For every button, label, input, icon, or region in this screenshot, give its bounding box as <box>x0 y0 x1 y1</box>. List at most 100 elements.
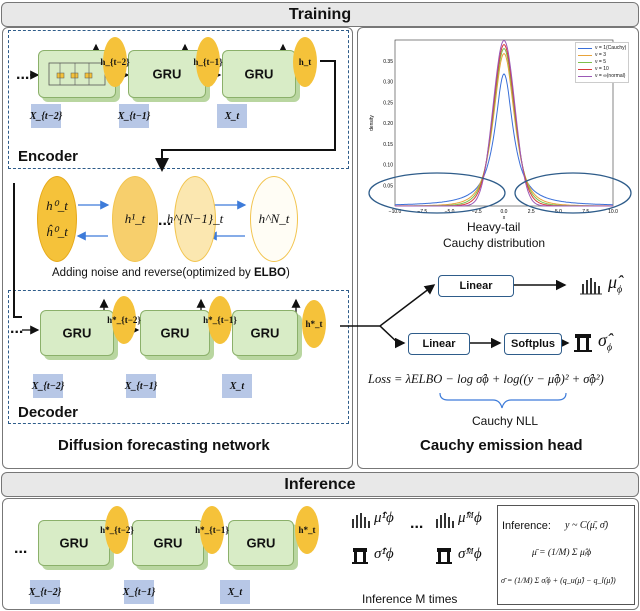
diffusion-state-n-label: h^N_t <box>258 211 290 226</box>
decoder-hidden-3: h*_t <box>302 300 326 348</box>
legend-item-1: ν = 1(Cauchy) <box>578 45 626 52</box>
diffusion-caption-elbo: ELBO <box>254 267 286 279</box>
legend-item-3: ν = 5 <box>578 59 626 66</box>
encoder-gru-3: GRU <box>222 50 296 98</box>
inference-title: Inference <box>284 475 356 493</box>
diffusion-state-0-label: h⁰_t <box>46 198 68 213</box>
inference-gru-label-1: GRU <box>59 535 89 551</box>
decoder-gru-3: GRU <box>232 310 298 356</box>
inference-hidden-3: h*_t <box>295 506 319 554</box>
x-tick-label: 2.5 <box>528 209 535 215</box>
chart-caption-line-2: Cauchy distribution <box>443 236 546 250</box>
x-tick-label: 0.0 <box>501 209 508 215</box>
decoder-input-3: X_t <box>222 374 252 398</box>
inference-sigma-last: σ̂ᴹϕ <box>458 546 482 562</box>
diffusion-caption: Adding noise and reverse(optimized by EL… <box>52 267 290 279</box>
decoder-gru-label-3: GRU <box>250 325 280 341</box>
encoder-box <box>8 30 349 169</box>
legend-label-4: ν = 10 <box>595 66 609 72</box>
inference-hidden-label-2: h*_{t−1} <box>195 525 229 535</box>
decoder-input-2: X_{t−1} <box>125 374 157 398</box>
encoder-hidden-1: h_{t−2} <box>100 37 130 87</box>
decoder-input-1: X_{t−2} <box>32 374 64 398</box>
x-tick-label: −5.0 <box>445 209 455 215</box>
linear-sigma-box: Linear <box>408 333 470 355</box>
inference-samples-ellipsis: ... <box>410 515 424 532</box>
mu-hat-symbol: μ̂ <box>608 272 618 292</box>
encoder-input-1: X_{t−2} <box>30 104 62 128</box>
diffusion-forecasting-title: Diffusion forecasting network <box>58 437 270 454</box>
inference-ellipsis-left: ... <box>14 540 28 557</box>
formula-sigma: σ̄ = (1/M) Σ σ̂ᵢϕ + (q_u(μ̂) − q_l(μ̂)) <box>501 576 616 585</box>
legend-item-2: ν = 3 <box>578 52 626 59</box>
inference-gru-1: GRU <box>38 520 110 566</box>
chart-lines <box>395 39 613 207</box>
decoder-gru-label-1: GRU <box>62 325 92 341</box>
y-tick-label: 0.25 <box>383 100 393 106</box>
inference-histogram-icon-1 <box>352 513 370 528</box>
cauchy-emission-title: Cauchy emission head <box>420 437 583 454</box>
inference-gate-icon-2 <box>436 548 452 564</box>
inference-gru-label-2: GRU <box>153 535 183 551</box>
inference-hidden-label-1: h*_{t−2} <box>100 525 134 535</box>
diffusion-state-0: h⁰_t ĥ⁰_t <box>37 176 77 262</box>
chart-legend: ν = 1(Cauchy) ν = 3 ν = 5 ν = 10 ν = ∞(n… <box>575 42 630 83</box>
training-header: Training <box>1 2 639 27</box>
inference-input-3: X_t <box>220 580 250 604</box>
formula-mu: μ̄ = (1/M) Σ μ̂ᵢϕ <box>532 548 592 558</box>
diffusion-state-n-minus-1: h^{N−1}_t <box>167 176 223 262</box>
y-tick-label: 0.10 <box>383 163 393 169</box>
gate-icon <box>574 334 592 352</box>
decoder-hidden-1: h*_{t−2} <box>107 296 141 344</box>
sigma-hat-symbol: σ̂ <box>598 330 607 350</box>
decoder-gru-2: GRU <box>140 310 210 356</box>
inference-mu-last: μ̂ᴹϕ <box>458 510 482 526</box>
y-tick-label: 0.35 <box>383 59 393 65</box>
training-title: Training <box>288 5 352 23</box>
formula-dist: y ~ C(μ̄, σ̄) <box>565 520 609 531</box>
x-tick-label: 10.0 <box>608 209 618 215</box>
decoder-gru-label-2: GRU <box>160 325 190 341</box>
encoder-input-3: X_t <box>217 104 247 128</box>
decoder-hidden-2: h*_{t−1} <box>203 296 237 344</box>
diffusion-ellipsis: ... <box>158 212 172 229</box>
inference-input-1: X_{t−2} <box>29 580 61 604</box>
legend-label-2: ν = 3 <box>595 52 606 58</box>
inference-hidden-1: h*_{t−2} <box>100 506 134 554</box>
inference-hidden-label-3: h*_t <box>298 525 316 535</box>
inference-gru-label-3: GRU <box>246 535 276 551</box>
encoder-title: Encoder <box>18 148 79 165</box>
decoder-hidden-label-3: h*_t <box>305 319 323 329</box>
inference-gate-icon-1 <box>352 548 368 564</box>
linear-mu-box: Linear <box>438 275 514 297</box>
encoder-input-2: X_{t−1} <box>118 104 150 128</box>
x-tick-label: −10.0 <box>389 209 402 215</box>
inference-times-label: Inference M times <box>362 592 458 606</box>
inference-gru-2: GRU <box>132 520 204 566</box>
encoder-gru-2: GRU <box>128 50 206 98</box>
inference-mu-first: μ̂¹ϕ <box>374 510 394 526</box>
right-tail-ellipse <box>514 172 632 214</box>
inference-hidden-2: h*_{t−1} <box>195 506 229 554</box>
sigma-hat-sub: ϕ <box>606 342 613 354</box>
histogram-icon <box>580 278 602 295</box>
softplus-box: Softplus <box>504 333 562 355</box>
y-tick-label: 0.30 <box>383 80 393 86</box>
inference-gru-3: GRU <box>228 520 294 566</box>
inference-input-2: X_{t−1} <box>123 580 155 604</box>
gru-cell-internals-icon <box>48 62 106 86</box>
legend-item-5: ν = ∞(normal) <box>578 73 626 80</box>
encoder-hidden-label-3: h_t <box>298 57 312 67</box>
y-tick-label: 0.15 <box>383 142 393 148</box>
diffusion-state-1: h¹_t <box>112 176 158 262</box>
mu-hat-output: μ̂ϕ <box>608 272 622 296</box>
inference-formula-box <box>497 505 635 605</box>
y-tick-label: 0.20 <box>383 121 393 127</box>
loss-formula: Loss = λELBO − log σ̂ϕ + log((y − μ̂ϕ)² … <box>368 372 604 386</box>
left-tail-ellipse <box>368 172 506 214</box>
series-line-1 <box>395 73 613 206</box>
inference-header: Inference <box>1 472 639 497</box>
encoder-hidden-3: h_t <box>293 37 317 87</box>
formula-head: Inference: <box>502 520 551 532</box>
decoder-branch <box>379 325 399 344</box>
